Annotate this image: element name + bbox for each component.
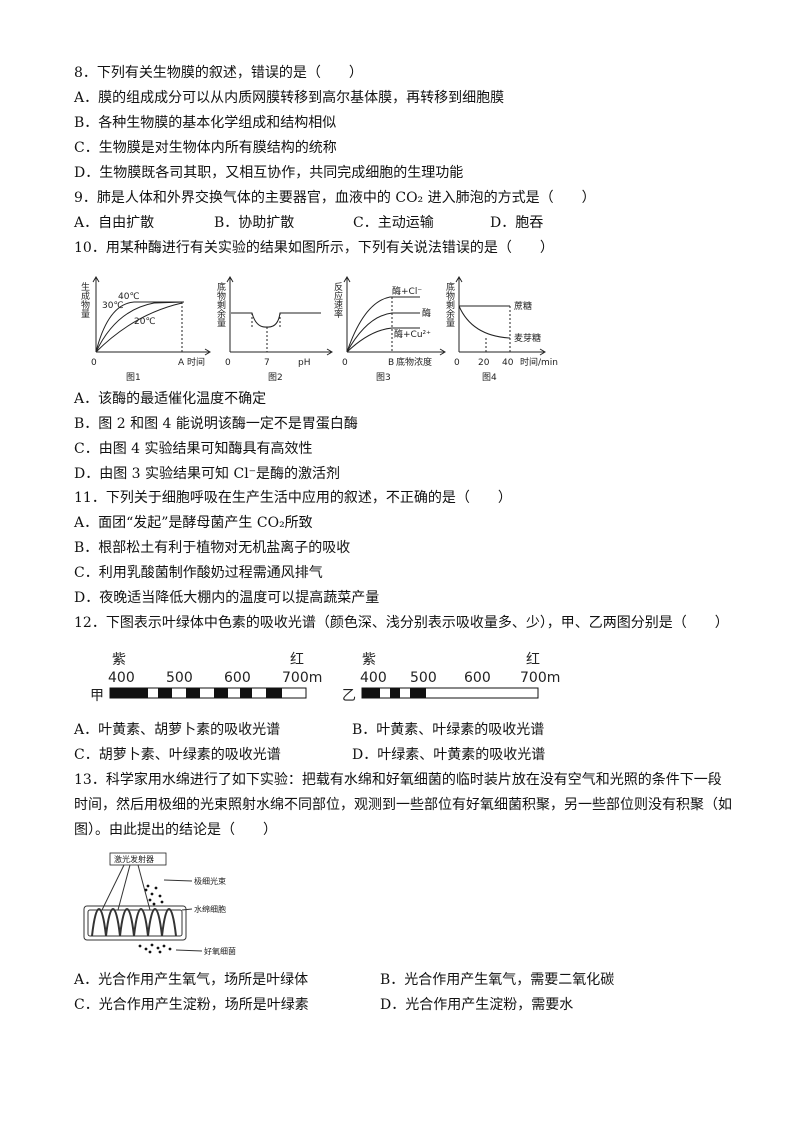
q9-option-d: D．胞吞: [490, 215, 544, 231]
q13-option-b: B．光合作用产生氧气，需要二氧化碳: [380, 972, 615, 988]
fig2-ylabel-vertical: 底物剩余量: [215, 281, 226, 327]
yi-spectrum-bar: [361, 687, 539, 699]
q10-option-a: A．该酶的最适催化温度不确定: [74, 391, 267, 407]
fig3-x-mark: B: [388, 358, 394, 368]
q10-option-c: C．由图 4 实验结果可知酶具有高效性: [74, 441, 313, 457]
q12-option-a: A．叶黄素、胡萝卜素的吸收光谱: [74, 722, 281, 738]
q12-option-c: C．胡萝卜素、叶绿素的吸收光谱: [74, 747, 281, 763]
fig4-caption: 图4: [482, 372, 497, 383]
yi-tick-500: 500: [410, 670, 437, 686]
q10-figure-4: [455, 276, 546, 356]
q13-spirogyra-figure: 激光发射器 极细光束 水绵细胞 好氧细菌: [83, 852, 236, 956]
fig1-curve-label-20: 20℃: [134, 317, 156, 327]
q13-option-d: D．光合作用产生淀粉，需要水: [380, 997, 574, 1013]
q12-spectra-figure: 紫 红 400 500 600 700m 甲 紫 红 400 500 600 7…: [90, 652, 560, 704]
q10-option-d: D．由图 3 实验结果可知 Cl⁻是酶的激活剂: [74, 466, 341, 482]
jia-tick-600: 600: [224, 670, 251, 686]
q10-figure-1: [92, 276, 211, 356]
fig1-xlabel: 时间: [187, 356, 205, 368]
aerobic-bacteria-dots: [138, 884, 172, 954]
fig3-ylabel-vertical: 反应速率: [332, 282, 343, 319]
beam-label: 极细光束: [194, 876, 226, 886]
q13-stem-line-3: 图）。由此提出的结论是（ ）: [74, 822, 277, 838]
fig3-curve-cu: [346, 327, 420, 353]
fig4-tick-40: 40: [502, 358, 514, 368]
q11-option-c: C．利用乳酸菌制作酸奶过程需通风排气: [74, 565, 323, 581]
fig2-curve: [231, 312, 321, 328]
yi-tick-400: 400: [360, 670, 387, 686]
fig3-curve-label-enzyme: 酶: [422, 307, 431, 319]
q10-figure-3: [343, 276, 446, 356]
q10-figure-2: [226, 276, 333, 356]
q10-option-b: B．图 2 和图 4 能说明该酶一定不是胃蛋白酶: [74, 416, 358, 432]
yi-label: 乙: [342, 688, 356, 704]
spiral-chloroplast: [91, 908, 177, 937]
q10-stem: 10．用某种酶进行有关实验的结果如图所示，下列有关说法错误的是（ ）: [74, 240, 554, 256]
q10-figures: 生成物量 0 A 时间 40℃ 30℃ 20℃ 图1 0 7 pH 图2 0 B…: [79, 276, 558, 383]
yi-red-label: 红: [526, 652, 540, 668]
fig1-caption: 图1: [126, 372, 141, 383]
q11-option-d: D．夜晚适当降低大棚内的温度可以提高蔬菜产量: [74, 590, 380, 606]
fig3-xlabel: 底物浓度: [396, 356, 432, 368]
q13-option-a: A．光合作用产生氧气，场所是叶绿体: [74, 972, 309, 988]
q11-option-b: B．根部松土有利于植物对无机盐离子的吸收: [74, 540, 351, 556]
q11-option-a: A．面团“发起”是酵母菌产生 CO₂所致: [74, 515, 313, 531]
q11-stem: 11．下列关于细胞呼吸在生产生活中应用的叙述，不正确的是（ ）: [74, 490, 512, 506]
fig4-tick-20: 20: [478, 358, 490, 368]
q13-stem-line-2: 时间，然后用极细的光束照射水绵不同部位，观测到一些部位有好氧细菌积聚，另一些部位…: [74, 797, 732, 813]
jia-label: 甲: [90, 688, 104, 704]
fig2-origin: 0: [225, 358, 231, 368]
yi-tick-700: 700m: [520, 670, 560, 686]
q9-stem: 9．肺是人体和外界交换气体的主要器官，血液中的 CO₂ 进入肺泡的方式是（ ）: [74, 190, 596, 206]
fig1-ylabel-vertical: 生成物量: [79, 281, 90, 318]
jia-violet-label: 紫: [112, 652, 126, 668]
bacteria-label: 好氧细菌: [204, 946, 236, 956]
fig1-curve-label-30: 30℃: [102, 301, 124, 311]
fig1-origin: 0: [91, 358, 97, 368]
jia-tick-400: 400: [108, 670, 135, 686]
q13-option-c: C．光合作用产生淀粉，场所是叶绿素: [74, 997, 309, 1013]
fig3-curve-cl: [346, 296, 420, 353]
q8-option-a: A．膜的组成成分可以从内质网膜转移到高尔基体膜，再转移到细胞膜: [74, 90, 505, 106]
q9-option-b: B．协助扩散: [214, 215, 295, 231]
fig1-x-mark: A: [178, 358, 185, 368]
q8-option-d: D．生物膜既各司其职，又相互协作，共同完成细胞的生理功能: [74, 165, 464, 181]
q12-option-d: D．叶绿素、叶黄素的吸收光谱: [352, 747, 546, 763]
fig2-caption: 图2: [268, 372, 283, 383]
fig3-curve-label-cu: 酶+Cu²⁺: [394, 328, 431, 340]
fig4-curve-label-sucrose: 蔗糖: [514, 300, 532, 312]
fig4-curve-label-maltose: 麦芽糖: [514, 332, 541, 344]
yi-tick-600: 600: [464, 670, 491, 686]
q12-option-b: B．叶黄素、叶绿素的吸收光谱: [352, 722, 545, 738]
fig2-xlabel: pH: [298, 358, 310, 368]
fig3-origin: 0: [342, 358, 348, 368]
fig2-x-mark: 7: [264, 358, 270, 368]
q9-option-a: A．自由扩散: [74, 215, 155, 231]
fig1-curve-30: [95, 301, 185, 353]
fig4-ylabel-vertical: 底物剩余量: [444, 281, 455, 327]
jia-tick-700: 700m: [282, 670, 322, 686]
fig1-curve-40: [95, 301, 184, 353]
fig1-curve-label-40: 40℃: [118, 292, 140, 302]
laser-label: 激光发射器: [114, 854, 154, 864]
fig4-xlabel: 时间/min: [520, 356, 558, 368]
jia-spectrum-bar: [109, 687, 307, 699]
q8-option-c: C．生物膜是对生物体内所有膜结构的统称: [74, 140, 337, 156]
fig1-curve-20: [95, 302, 183, 353]
jia-tick-500: 500: [166, 670, 193, 686]
q8-option-b: B．各种生物膜的基本化学组成和结构相似: [74, 115, 337, 131]
cell-label: 水绵细胞: [194, 904, 226, 914]
fig4-curve-maltose: [458, 305, 511, 339]
q9-option-c: C．主动运输: [353, 215, 434, 231]
q12-stem: 12．下图表示叶绿体中色素的吸收光谱（颜色深、浅分别表示吸收量多、少），甲、乙两…: [74, 615, 729, 631]
fig4-origin: 0: [454, 358, 460, 368]
q8-stem: 8．下列有关生物膜的叙述，错误的是（ ）: [74, 65, 363, 81]
fig3-caption: 图3: [376, 372, 391, 383]
yi-violet-label: 紫: [362, 652, 376, 668]
fig3-curve-label-cl: 酶+Cl⁻: [392, 285, 422, 297]
jia-red-label: 红: [290, 652, 304, 668]
q13-stem-line-1: 13．科学家用水绵进行了如下实验：把载有水绵和好氧细菌的临时装片放在没有空气和光…: [74, 772, 722, 788]
